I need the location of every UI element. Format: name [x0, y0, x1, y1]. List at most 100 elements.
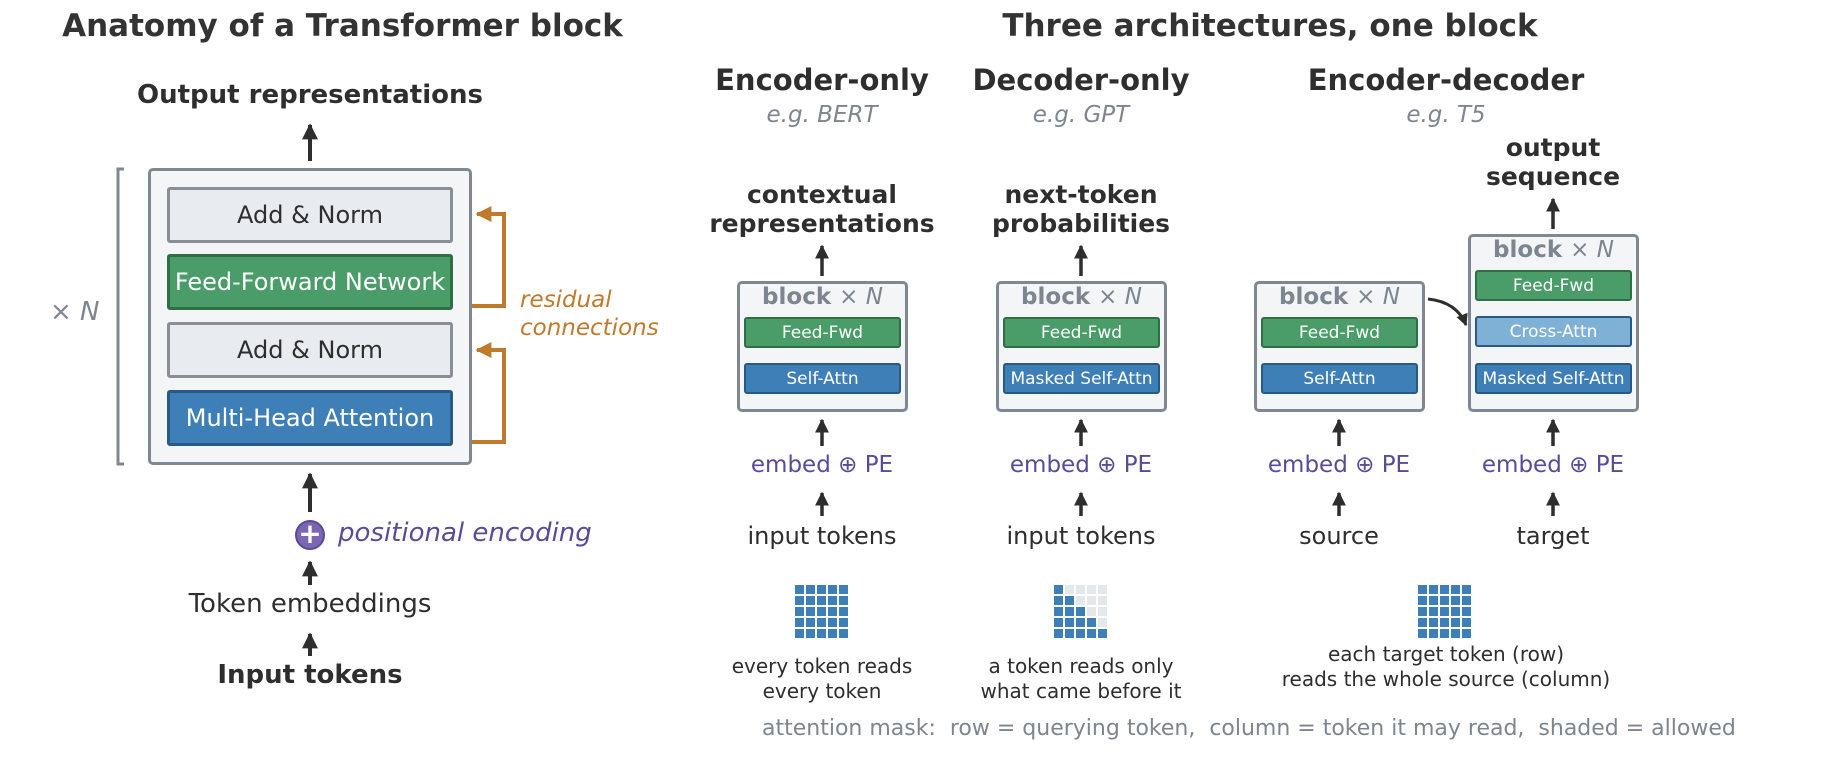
mask-cell-r1-c1	[1429, 596, 1438, 605]
mask-cell-r3-c1	[806, 618, 815, 627]
decoder-only-title: Decoder-only	[972, 63, 1190, 97]
mask-cell-r2-c3	[1451, 607, 1460, 616]
mask-cell-r2-c3	[828, 607, 837, 616]
mask-cell-r2-c4	[1462, 607, 1471, 616]
mask-cell-r2-c3	[1087, 607, 1096, 616]
decoder-only-input-label: input tokens	[1006, 522, 1156, 550]
mask-cell-r2-c4	[1098, 607, 1107, 616]
encoder-decoder-decoder-block-title: block × N	[1493, 237, 1614, 263]
mask-cell-r4-c4	[1098, 629, 1107, 638]
decoder-only-example: e.g. GPT	[1032, 102, 1130, 128]
mask-cell-r1-c2	[1076, 596, 1085, 605]
add-norm-top: Add & Norm	[167, 187, 453, 243]
multi-head-attention: Multi-Head Attention	[167, 390, 453, 446]
mask-cell-r4-c2	[817, 629, 826, 638]
decoder-only-masked-self-attention: Masked Self-Attn	[1003, 363, 1160, 394]
mask-cell-r4-c3	[828, 629, 837, 638]
mask-cell-r1-c0	[1054, 596, 1063, 605]
feed-forward-network: Feed-Forward Network	[167, 254, 453, 310]
mask-cell-r4-c3	[1087, 629, 1096, 638]
encoder-decoder-title: Encoder-decoder	[1307, 63, 1585, 97]
encoder-decoder-encoder-block: block × N Feed-Fwd Self-Attn	[1254, 281, 1425, 412]
mask-cell-r4-c0	[795, 629, 804, 638]
mask-cell-r3-c0	[795, 618, 804, 627]
mask-cell-r0-c2	[1440, 585, 1449, 594]
right-title: Three architectures, one block	[1002, 8, 1538, 44]
mask-cell-r2-c1	[806, 607, 815, 616]
decoder-only-block-title: block × N	[1021, 284, 1142, 310]
mask-cell-r1-c2	[1440, 596, 1449, 605]
mask-cell-r0-c0	[1054, 585, 1063, 594]
encoder-only-mask-caption: every token reads every token	[731, 654, 913, 703]
mask-cell-r3-c2	[817, 618, 826, 627]
mask-cell-r3-c1	[1429, 618, 1438, 627]
attention-mask-legend: attention mask: row = querying token, co…	[762, 716, 1736, 741]
mask-cell-r1-c3	[1087, 596, 1096, 605]
repeat-bracket	[116, 167, 124, 466]
cross-attention-arrow	[1427, 297, 1468, 327]
add-norm-bottom: Add & Norm	[167, 322, 453, 378]
output-representations-label: Output representations	[137, 80, 483, 110]
mask-cell-r0-c2	[817, 585, 826, 594]
encoder-only-input-label: input tokens	[747, 522, 897, 550]
mask-cell-r0-c4	[839, 585, 848, 594]
encoder-only-self-attention: Self-Attn	[744, 363, 901, 394]
decoder-only-block: block × N Feed-Fwd Masked Self-Attn	[996, 281, 1167, 412]
decoder-only-attention-mask	[1054, 585, 1107, 638]
mask-cell-r3-c1	[1065, 618, 1074, 627]
mask-cell-r0-c3	[828, 585, 837, 594]
encoder-decoder-cross-attention: Cross-Attn	[1475, 316, 1632, 347]
mask-cell-r2-c2	[1440, 607, 1449, 616]
encoder-only-block-title: block × N	[762, 284, 883, 310]
encoder-decoder-output: output sequence	[1485, 133, 1621, 191]
mask-cell-r0-c2	[1076, 585, 1085, 594]
mask-cell-r1-c2	[817, 596, 826, 605]
mask-cell-r1-c1	[806, 596, 815, 605]
encoder-decoder-source-label: source	[1299, 522, 1379, 550]
mask-cell-r4-c4	[1462, 629, 1471, 638]
mask-cell-r3-c4	[839, 618, 848, 627]
input-tokens-label: Input tokens	[217, 660, 403, 690]
decoder-only-output: next-token probabilities	[991, 180, 1171, 238]
mask-cell-r0-c1	[806, 585, 815, 594]
encoder-only-output: contextual representations	[709, 180, 935, 238]
mask-cell-r3-c3	[1087, 618, 1096, 627]
encoder-only-feed-forward: Feed-Fwd	[744, 317, 901, 348]
mask-cell-r0-c0	[1418, 585, 1427, 594]
mask-cell-r4-c1	[1065, 629, 1074, 638]
encoder-only-example: e.g. BERT	[766, 102, 878, 128]
mask-cell-r4-c1	[1429, 629, 1438, 638]
encoder-decoder-attention-mask	[1418, 585, 1471, 638]
mask-cell-r3-c3	[1451, 618, 1460, 627]
mask-cell-r1-c0	[1418, 596, 1427, 605]
encoder-decoder-mask-caption: each target token (row) reads the whole …	[1281, 642, 1611, 691]
mask-cell-r3-c0	[1418, 618, 1427, 627]
mask-cell-r4-c1	[806, 629, 815, 638]
mask-cell-r2-c2	[817, 607, 826, 616]
positional-encoding-plus-icon: +	[295, 520, 325, 550]
mask-cell-r1-c4	[1462, 596, 1471, 605]
mask-cell-r4-c0	[1054, 629, 1063, 638]
mask-cell-r3-c0	[1054, 618, 1063, 627]
mask-cell-r2-c0	[1054, 607, 1063, 616]
mask-cell-r0-c0	[795, 585, 804, 594]
encoder-decoder-encoder-feed-forward: Feed-Fwd	[1261, 317, 1418, 348]
decoder-only-mask-caption: a token reads only what came before it	[980, 654, 1182, 703]
encoder-decoder-source-embed-label: embed ⊕ PE	[1267, 452, 1411, 478]
encoder-decoder-target-label: target	[1516, 522, 1590, 550]
mask-cell-r2-c1	[1429, 607, 1438, 616]
mask-cell-r2-c2	[1076, 607, 1085, 616]
mask-cell-r1-c3	[828, 596, 837, 605]
encoder-decoder-decoder-feed-forward: Feed-Fwd	[1475, 270, 1632, 301]
encoder-decoder-encoder-self-attention: Self-Attn	[1261, 363, 1418, 394]
residual-connections-label: residual connections	[520, 287, 659, 341]
mask-cell-r4-c0	[1418, 629, 1427, 638]
positional-encoding-label: positional encoding	[338, 518, 592, 548]
encoder-only-title: Encoder-only	[715, 63, 929, 97]
encoder-only-embed-label: embed ⊕ PE	[750, 452, 894, 478]
mask-cell-r4-c4	[839, 629, 848, 638]
decoder-only-embed-label: embed ⊕ PE	[1009, 452, 1153, 478]
mask-cell-r0-c3	[1087, 585, 1096, 594]
mask-cell-r1-c0	[795, 596, 804, 605]
